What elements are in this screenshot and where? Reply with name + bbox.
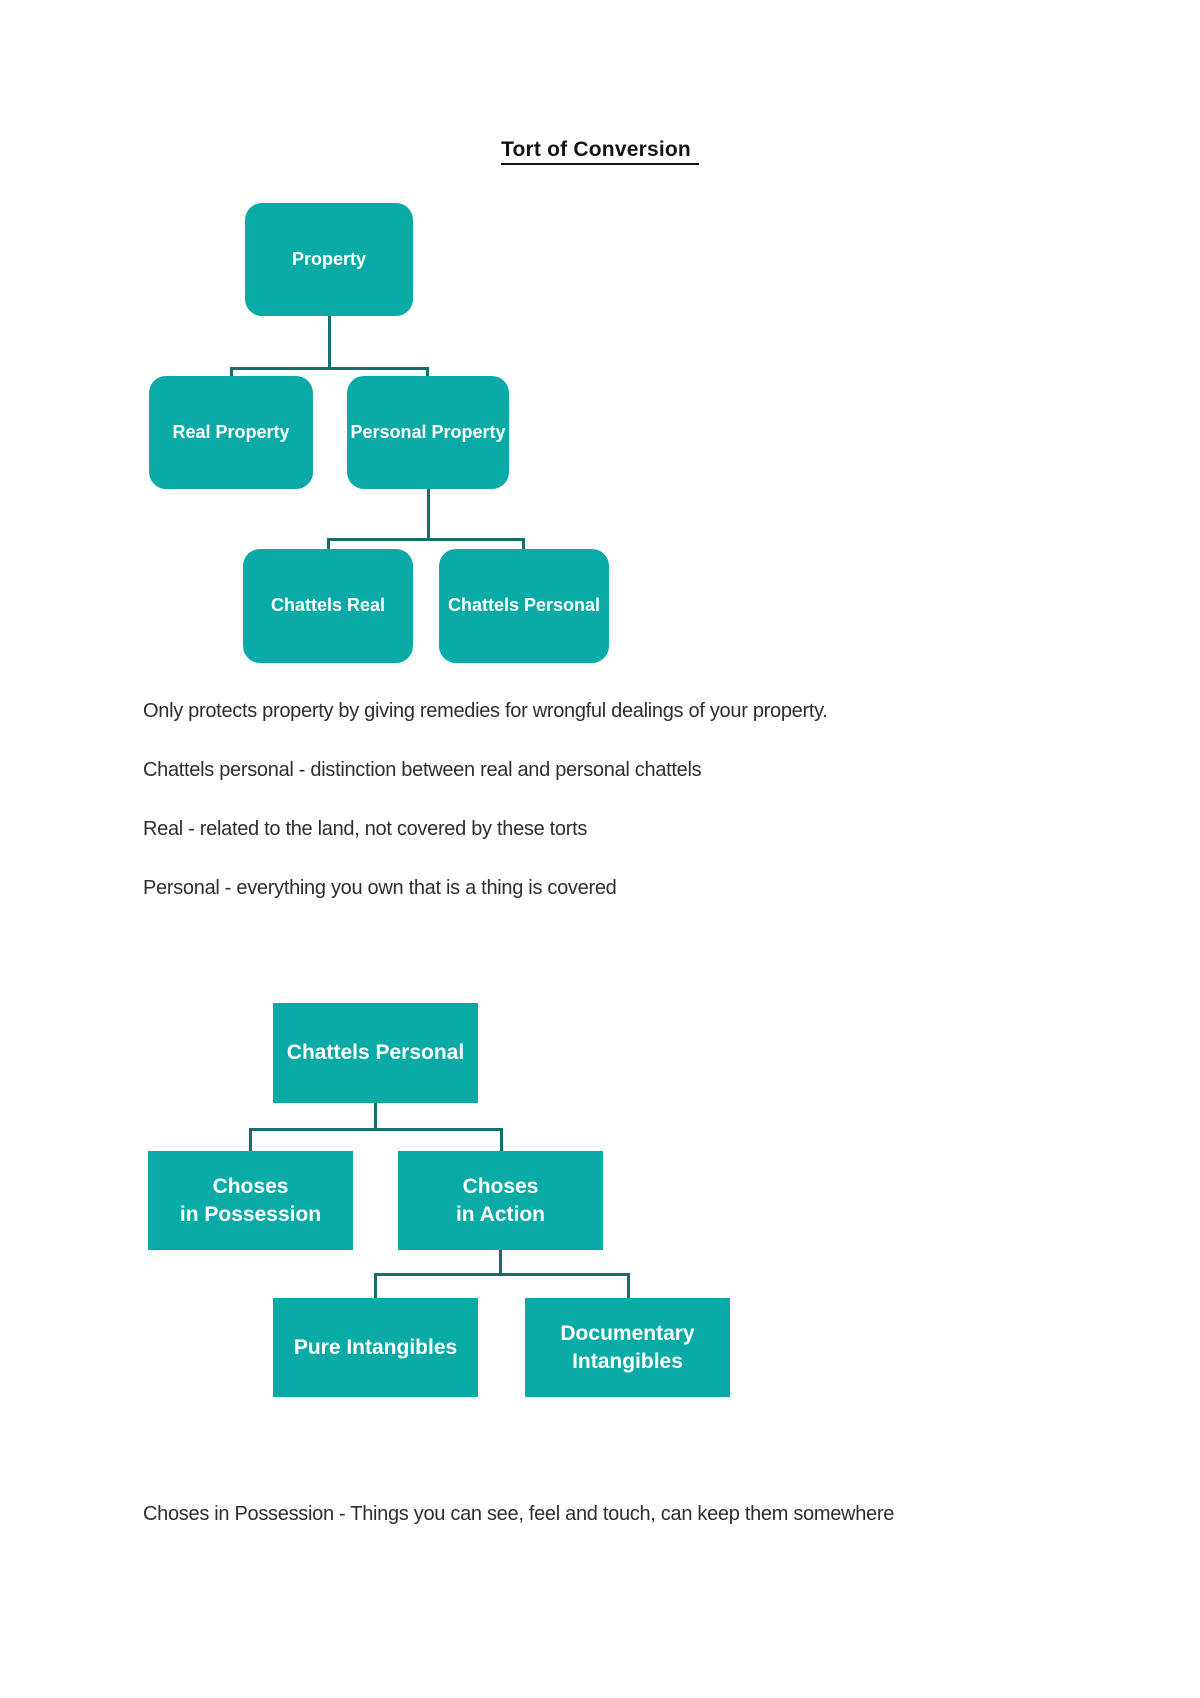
connector-choses-in-action-stem — [499, 1250, 502, 1274]
node-personal-property-label: Personal Property — [350, 421, 506, 442]
node-choses-in-action: Choses in Action — [398, 1151, 603, 1250]
node-real-property-label: Real Property — [172, 421, 290, 442]
connector-choses-in-action-branch — [374, 1273, 630, 1276]
node-chattels-personal-root-label: Chattels Personal — [286, 1041, 465, 1065]
page-title-text: Tort of Conversion — [501, 138, 699, 165]
node-chattels-personal: Chattels Personal — [439, 549, 609, 663]
node-choses-in-possession-label-line1: Choses — [212, 1174, 289, 1198]
node-property: Property — [245, 203, 413, 316]
connector-tick-documentary-intangibles — [627, 1273, 630, 1299]
connector-tick-real-property — [230, 367, 233, 377]
node-real-property: Real Property — [149, 376, 313, 489]
page-title: Tort of Conversion — [0, 138, 1200, 165]
node-choses-in-action-label-line1: Choses — [462, 1174, 539, 1198]
connector-chattels-personal-stem — [374, 1103, 377, 1129]
connector-property-stem — [328, 316, 331, 368]
connector-personal-property-branch — [327, 538, 525, 541]
node-chattels-real: Chattels Real — [243, 549, 413, 663]
node-documentary-intangibles-label-line2: Intangibles — [572, 1349, 683, 1373]
connector-tick-choses-in-possession — [249, 1128, 252, 1152]
node-property-label: Property — [291, 248, 367, 269]
connector-tick-choses-in-action — [500, 1128, 503, 1152]
connector-chattels-personal-branch — [249, 1128, 503, 1131]
connector-tick-pure-intangibles — [374, 1273, 377, 1299]
node-chattels-real-label: Chattels Real — [270, 595, 386, 616]
connector-property-branch — [230, 367, 429, 370]
node-documentary-intangibles: Documentary Intangibles — [525, 1298, 730, 1397]
node-pure-intangibles: Pure Intangibles — [273, 1298, 478, 1397]
paragraph-chattels-personal: Chattels personal - distinction between … — [143, 759, 702, 781]
connector-personal-property-stem — [427, 489, 430, 539]
connector-tick-personal-property — [426, 367, 429, 377]
paragraph-choses-in-possession: Choses in Possession - Things you can se… — [143, 1503, 895, 1525]
connector-tick-chattels-real — [327, 538, 330, 550]
node-choses-in-possession-label-line2: in Possession — [179, 1202, 322, 1226]
node-personal-property: Personal Property — [347, 376, 509, 489]
paragraph-personal: Personal - everything you own that is a … — [143, 877, 617, 899]
node-chattels-personal-label: Chattels Personal — [447, 595, 601, 616]
node-pure-intangibles-label: Pure Intangibles — [293, 1335, 458, 1359]
node-choses-in-action-label-line2: in Action — [455, 1202, 546, 1226]
node-choses-in-possession: Choses in Possession — [148, 1151, 353, 1250]
paragraph-only-protects: Only protects property by giving remedie… — [143, 700, 828, 722]
node-chattels-personal-root: Chattels Personal — [273, 1003, 478, 1103]
node-documentary-intangibles-label-line1: Documentary — [560, 1321, 695, 1345]
paragraph-real: Real - related to the land, not covered … — [143, 818, 588, 840]
connector-tick-chattels-personal — [522, 538, 525, 550]
